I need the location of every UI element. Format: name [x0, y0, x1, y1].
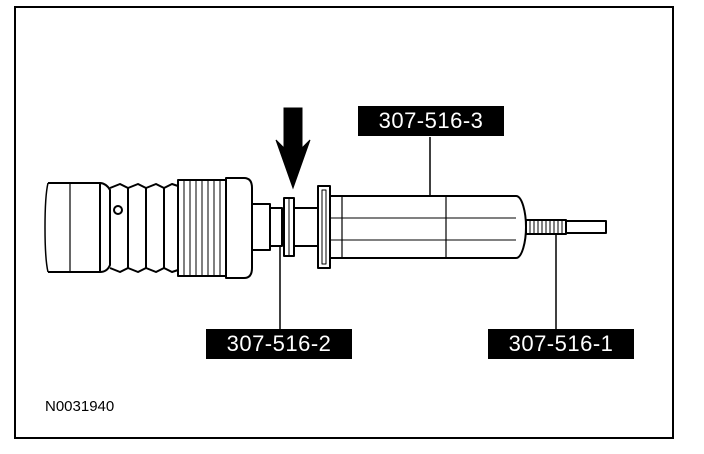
callout-307-516-3: 307-516-3 — [358, 106, 504, 136]
seal-spacer — [293, 207, 319, 247]
spline-ring — [177, 179, 227, 277]
installer-body — [329, 195, 527, 259]
callout-307-516-2: 307-516-2 — [206, 329, 352, 359]
installer-flange — [317, 185, 331, 269]
figure-frame — [14, 6, 674, 439]
drum-housing — [44, 182, 179, 273]
threaded-rod — [525, 219, 607, 235]
down-arrow-icon — [275, 107, 311, 190]
shaft-stub — [251, 203, 283, 251]
callout-307-516-1: 307-516-1 — [488, 329, 634, 359]
flange — [225, 177, 253, 279]
seal-ring — [283, 197, 295, 257]
figure-id: N0031940 — [45, 398, 115, 415]
